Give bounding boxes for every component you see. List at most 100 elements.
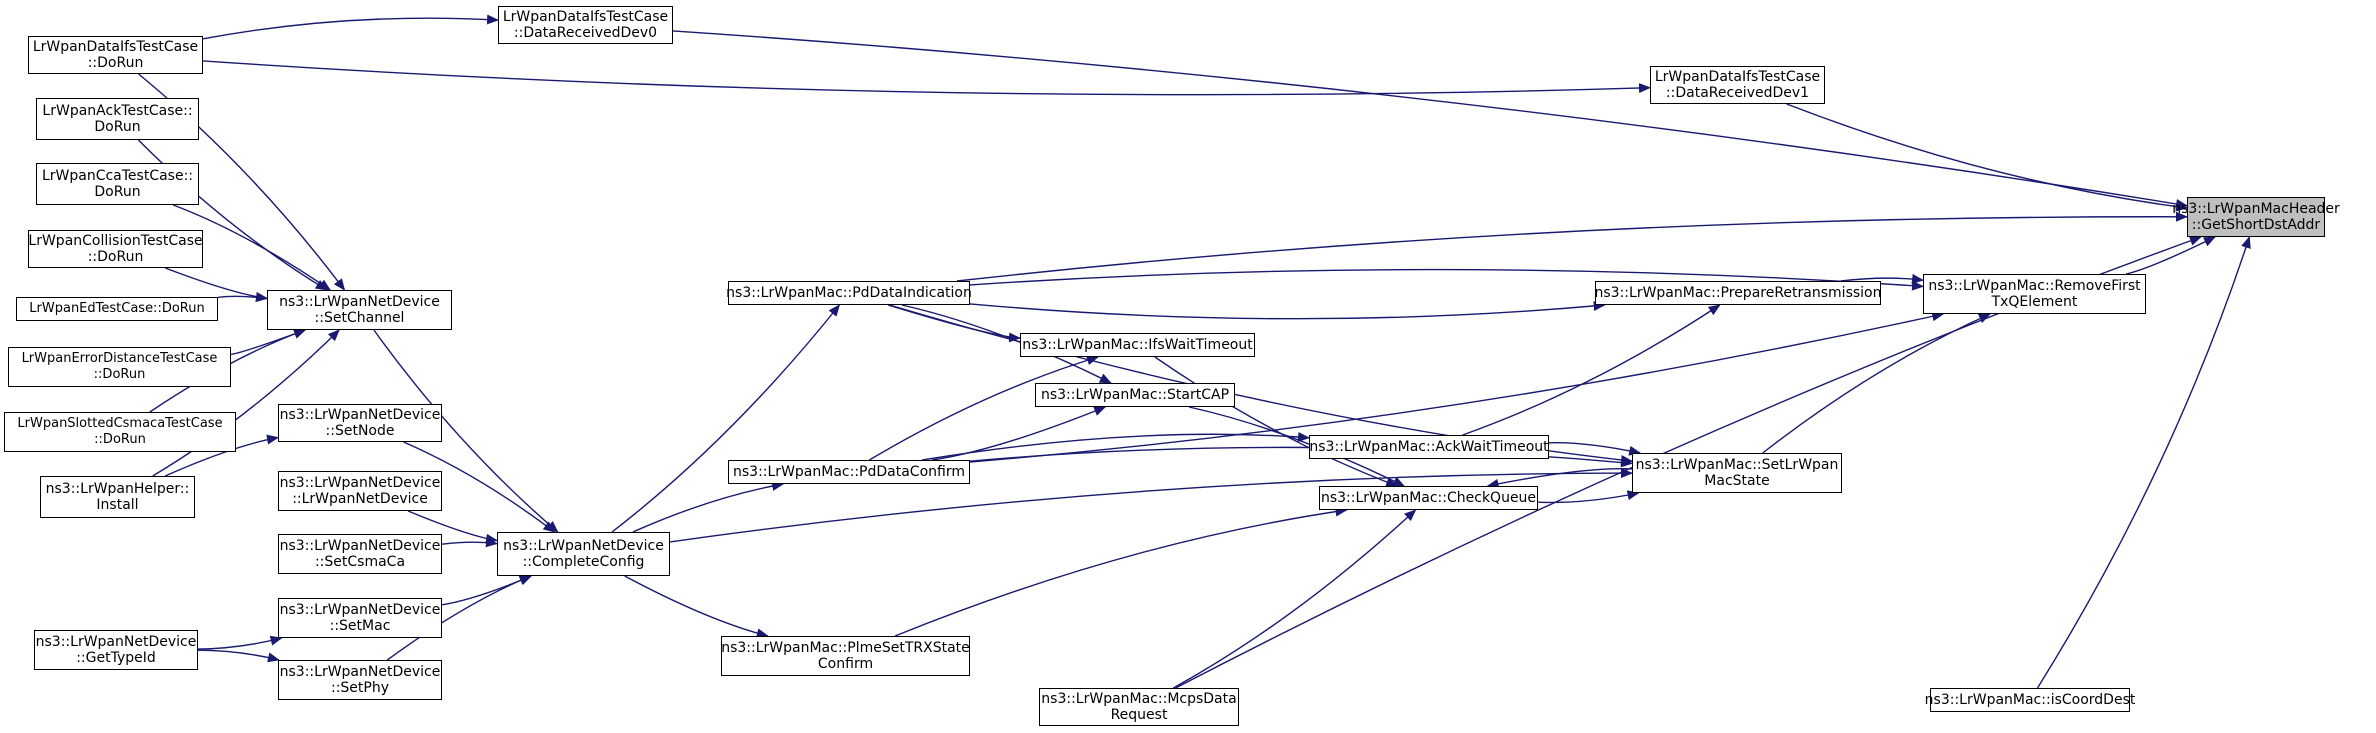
node-label-line: LrWpanDataIfsTestCase: [502, 9, 669, 25]
edge-setlrwpanmacstate-to-checkqueue: [1486, 468, 1633, 489]
node-label-line: ns3::LrWpanMac::AckWaitTimeout: [1309, 439, 1549, 455]
edge-setphy-to-completeconfig: [386, 575, 532, 661]
edge-plmesettrx-to-checkqueue: [894, 506, 1348, 637]
node-label-line: ::SetCsmaCa: [314, 554, 406, 570]
node-pddataindication[interactable]: ns3::LrWpanMac::PdDataIndication: [726, 281, 972, 305]
node-ack-dorun[interactable]: LrWpanAckTestCase::DoRun: [36, 98, 199, 140]
node-label-line: ns3::LrWpanMac::isCoordDest: [1924, 692, 2136, 708]
node-setnode[interactable]: ns3::LrWpanNetDevice::SetNode: [278, 404, 442, 442]
node-setcsmaca[interactable]: ns3::LrWpanNetDevice::SetCsmaCa: [278, 534, 442, 574]
node-label-line: ::LrWpanNetDevice: [292, 491, 428, 507]
edge-pddataindication-to-prepareretransmission: [969, 301, 1606, 320]
edge-pddataindication-to-getshortdstaddr: [956, 211, 2188, 282]
node-gettypeid[interactable]: ns3::LrWpanNetDevice::GetTypeId: [34, 630, 198, 670]
node-collision-dorun[interactable]: LrWpanCollisionTestCase::DoRun: [28, 230, 203, 268]
edge-dataifs-dorun-to-datareceiveddev0: [202, 14, 499, 40]
edge-completeconfig-to-pddataconfirm: [632, 481, 785, 533]
node-ed-dorun[interactable]: LrWpanEdTestCase::DoRun: [16, 297, 218, 321]
node-prepareretransmission[interactable]: ns3::LrWpanMac::PrepareRetransmission: [1595, 281, 1881, 305]
edge-mcpsdatarequest-to-checkqueue: [1172, 509, 1417, 689]
node-label-line: ns3::LrWpanMac::StartCAP: [1040, 387, 1230, 403]
node-label-line: ::GetTypeId: [76, 650, 156, 666]
node-label-line: DoRun: [94, 184, 141, 200]
edge-completeconfig-to-plmesettrx: [624, 575, 769, 639]
edge-pddataconfirm-to-ifswaittimeout: [868, 355, 1099, 461]
node-label-line: ns3::LrWpanNetDevice: [279, 664, 441, 680]
node-label-line: TxQElement: [1991, 294, 2078, 310]
edge-cca-dorun-to-setchannel: [172, 204, 332, 291]
node-label-line: ns3::LrWpanNetDevice: [279, 475, 441, 491]
node-startcap[interactable]: ns3::LrWpanMac::StartCAP: [1035, 383, 1235, 407]
node-label-line: ::GetShortDstAddr: [2191, 217, 2321, 233]
node-label-line: DoRun: [94, 119, 141, 135]
node-label-line: LrWpanCcaTestCase::: [41, 168, 194, 184]
node-ackwaittimeout[interactable]: ns3::LrWpanMac::AckWaitTimeout: [1309, 435, 1549, 459]
node-label-line: ns3::LrWpanMac::PlmeSetTRXState: [721, 640, 970, 656]
node-dataifs-dorun[interactable]: LrWpanDataIfsTestCase::DoRun: [28, 36, 203, 74]
node-getshortdstaddr[interactable]: ns3::LrWpanMacHeader::GetShortDstAddr: [2172, 197, 2340, 237]
edge-ackwaittimeout-to-prepareretransmission: [1462, 304, 1721, 436]
edge-datareceiveddev0-to-getshortdstaddr: [672, 30, 2188, 209]
node-label-line: ::SetMac: [329, 618, 391, 634]
node-label-line: ::DoRun: [94, 432, 146, 447]
node-setchannel[interactable]: ns3::LrWpanNetDevice::SetChannel: [267, 290, 452, 330]
edge-helper-install-to-setchannel: [152, 329, 340, 477]
node-label-line: ::DoRun: [93, 367, 146, 382]
edge-removefirsttxq-to-getshortdstaddr: [2125, 236, 2216, 275]
node-ctor[interactable]: ns3::LrWpanNetDevice::LrWpanNetDevice: [278, 471, 442, 511]
edge-ack-dorun-to-setchannel: [137, 139, 328, 291]
node-label-line: ::SetChannel: [314, 310, 405, 326]
node-iscoorddest[interactable]: ns3::LrWpanMac::isCoordDest: [1925, 688, 2135, 712]
edge-pddataindication-to-removefirsttxq: [969, 268, 1924, 291]
node-label-line: LrWpanCollisionTestCase: [28, 233, 203, 249]
node-label-line: LrWpanAckTestCase::: [42, 103, 193, 119]
node-ifswaittimeout[interactable]: ns3::LrWpanMac::IfsWaitTimeout: [1020, 333, 1255, 357]
node-label-line: ns3::LrWpanNetDevice: [279, 407, 441, 423]
node-setphy[interactable]: ns3::LrWpanNetDevice::SetPhy: [278, 660, 442, 700]
node-label-line: Install: [96, 497, 139, 513]
edge-pddataconfirm-to-ackwaittimeout: [922, 431, 1310, 461]
edge-pddataindication-to-startcap: [901, 304, 1112, 384]
node-label-line: Confirm: [817, 656, 874, 672]
node-datareceiveddev0[interactable]: LrWpanDataIfsTestCase::DataReceivedDev0: [498, 6, 673, 44]
node-label-line: ns3::LrWpanMac::PdDataConfirm: [733, 464, 965, 480]
node-label-line: LrWpanDataIfsTestCase: [1654, 69, 1821, 85]
edge-setcsmaca-to-completeconfig: [441, 537, 498, 548]
node-label-line: LrWpanDataIfsTestCase: [32, 39, 199, 55]
node-label-line: ns3::LrWpanHelper::: [45, 481, 190, 497]
edge-completeconfig-to-setlrwpanmacstate: [669, 468, 1633, 543]
edge-completeconfig-to-pddataindication: [611, 304, 841, 533]
node-helper-install[interactable]: ns3::LrWpanHelper::Install: [40, 476, 195, 518]
edge-setmac-to-completeconfig: [441, 575, 533, 606]
edge-pddataconfirm-to-removefirsttxq: [969, 311, 1945, 463]
node-setmac[interactable]: ns3::LrWpanNetDevice::SetMac: [278, 598, 442, 638]
node-label-line: ::CompleteConfig: [522, 554, 645, 570]
edge-gettypeid-to-setphy: [197, 649, 280, 663]
node-label-line: ::DoRun: [87, 55, 144, 71]
node-cca-dorun[interactable]: LrWpanCcaTestCase::DoRun: [36, 163, 199, 205]
node-label-line: ns3::LrWpanMac::PrepareRetransmission: [1594, 285, 1882, 301]
node-label-line: ::DoRun: [87, 249, 144, 265]
edge-checkqueue-to-setlrwpanmacstate: [1537, 490, 1640, 504]
node-label-line: ::SetNode: [325, 423, 395, 439]
node-checkqueue[interactable]: ns3::LrWpanMac::CheckQueue: [1319, 486, 1538, 510]
node-pddataconfirm[interactable]: ns3::LrWpanMac::PdDataConfirm: [728, 460, 970, 484]
node-datareceiveddev1[interactable]: LrWpanDataIfsTestCase::DataReceivedDev1: [1650, 66, 1825, 104]
edge-iscoorddest-to-getshortdstaddr: [2036, 236, 2251, 689]
node-errordistance-dorun[interactable]: LrWpanErrorDistanceTestCase::DoRun: [8, 347, 231, 387]
edge-ifswaittimeout-to-checkqueue: [1154, 356, 1399, 487]
node-slottedcsmaca-dorun[interactable]: LrWpanSlottedCsmacaTestCase::DoRun: [4, 412, 236, 452]
node-label-line: ns3::LrWpanMac::RemoveFirst: [1928, 278, 2141, 294]
edge-pddataconfirm-to-startcap: [931, 406, 1107, 461]
node-completeconfig[interactable]: ns3::LrWpanNetDevice::CompleteConfig: [497, 532, 670, 576]
edge-ackwaittimeout-to-setlrwpanmacstate: [1548, 441, 1642, 456]
node-label-line: LrWpanEdTestCase::DoRun: [29, 301, 205, 316]
node-label-line: ::DataReceivedDev1: [1665, 85, 1810, 101]
edge-dataifs-dorun-to-datareceiveddev1: [202, 60, 1651, 96]
edge-collision-dorun-to-setchannel: [165, 267, 268, 302]
node-label-line: ns3::LrWpanNetDevice: [503, 538, 664, 554]
